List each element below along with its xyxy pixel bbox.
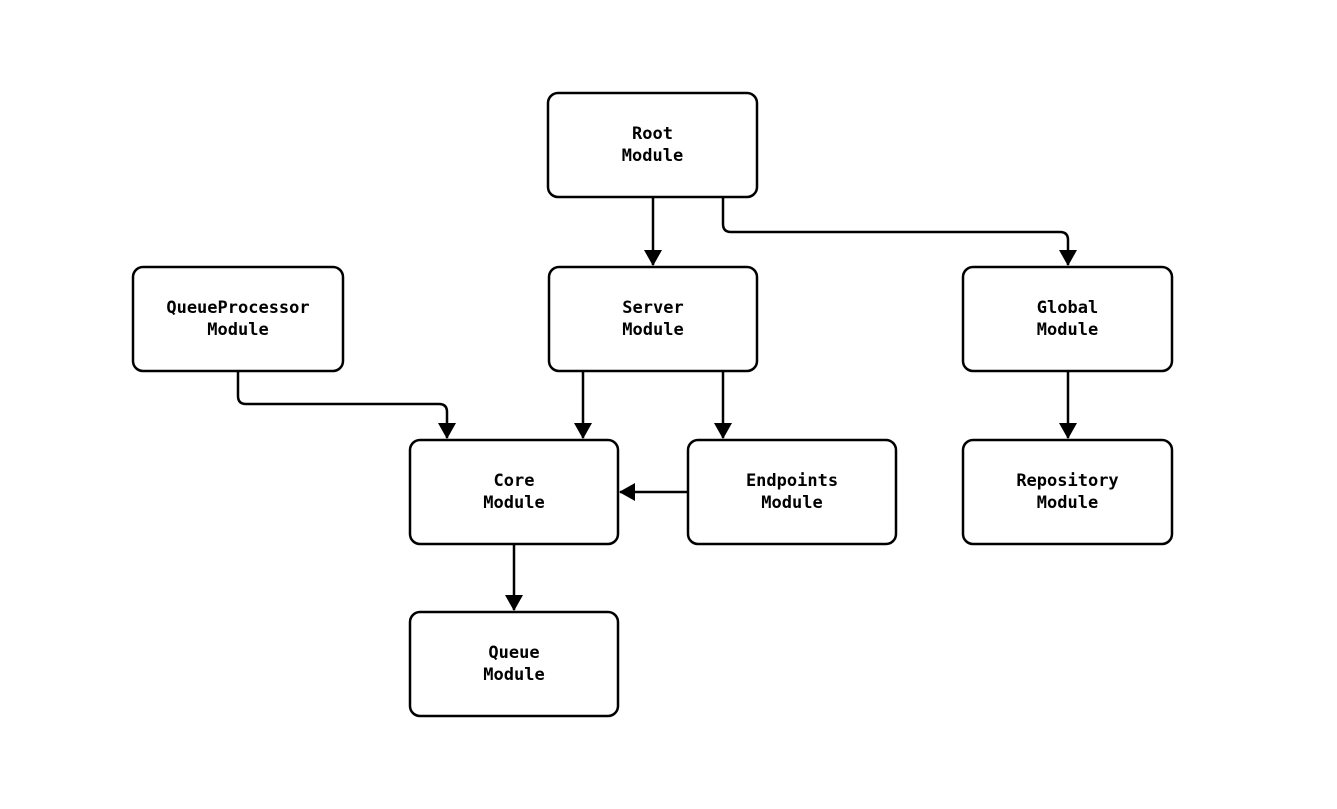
node-queueprocessor-box	[131, 265, 345, 373]
node-server-box	[547, 265, 759, 373]
node-core-box	[408, 438, 620, 546]
node-root-box	[546, 91, 759, 199]
node-queue-box	[408, 610, 620, 718]
edges-layer	[236, 197, 1077, 611]
node-global-box	[961, 265, 1174, 373]
node-endpoints-box	[686, 438, 898, 546]
edge-root-to-global	[721, 197, 1077, 266]
node-repository-box	[961, 438, 1174, 546]
edge-queueprocessor-to-core	[236, 371, 456, 439]
